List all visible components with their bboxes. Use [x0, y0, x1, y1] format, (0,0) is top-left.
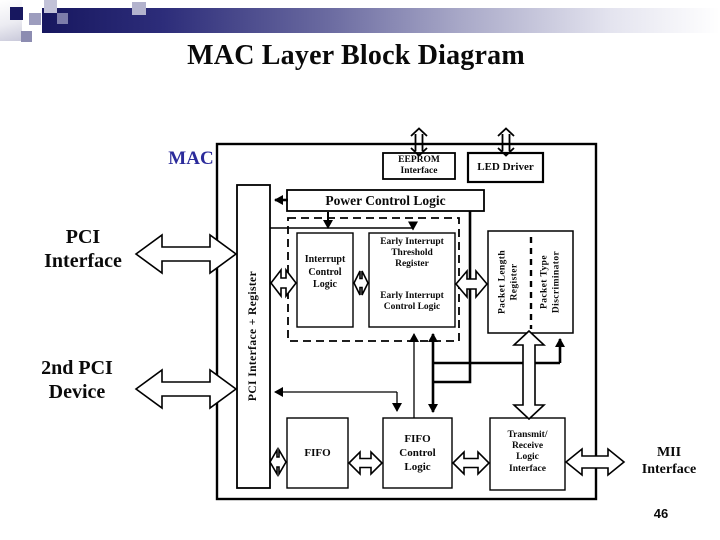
fifoctl-trx-arrow — [451, 450, 491, 476]
register-fifo-arrow — [269, 447, 287, 477]
eeprom-interface-box — [382, 152, 456, 180]
pci-interface-register-text: PCI Interface + Register — [247, 270, 259, 402]
fifo-control-logic-text: FIFO Control Logic — [383, 433, 452, 474]
line-pcl-down-elbow — [434, 211, 472, 384]
led-driver-text: LED Driver — [477, 161, 534, 173]
packet-trx-vertical-arrow — [511, 329, 547, 421]
plr-line2: Register — [510, 263, 520, 301]
pci-interface-bus-arrow — [134, 233, 238, 275]
deco-square-gray-2 — [21, 31, 32, 42]
eeprom-external-arrow — [410, 127, 428, 157]
fifoctl-line3: Logic — [404, 460, 431, 473]
plr-line1: Packet Length — [497, 249, 508, 315]
trx-line1: Transmit/ — [507, 430, 548, 440]
ptd-line2: Discriminator — [552, 250, 562, 314]
trx-line2: Receive — [511, 441, 544, 452]
second-pci-device-label: 2nd PCI Device — [10, 357, 144, 404]
power-control-logic-text: Power Control Logic — [325, 193, 446, 208]
deco-square-gray-1 — [29, 13, 41, 25]
page-title: MAC Layer Block Diagram — [187, 40, 525, 71]
mii-bus-arrow — [564, 447, 626, 477]
eeprom-line1: EEPROM — [398, 155, 440, 165]
page-number: 46 — [653, 506, 669, 521]
pci-interface-label-line2: Interface — [44, 249, 122, 272]
mii-label-line1: MII — [656, 445, 682, 460]
early-interrupt-box — [368, 232, 456, 328]
second-pci-label-line1: 2nd PCI — [41, 357, 113, 379]
mii-label-line2: Interface — [641, 461, 697, 477]
deco-square-gray-3 — [44, 0, 57, 13]
deco-square-gray-4 — [57, 13, 68, 24]
early-packet-arrow — [454, 268, 489, 300]
header-gradient-bar — [42, 8, 720, 33]
icl-line1: Interrupt — [304, 254, 346, 265]
icl-line3: Logic — [313, 279, 337, 290]
pci-interface-label-line1: PCI — [65, 226, 101, 248]
eeprom-line2: Interface — [400, 166, 438, 177]
line-register-to-threshold — [270, 221, 418, 231]
trx-line3: Logic — [516, 452, 539, 463]
transmit-receive-text: Transmit/ Receive Logic Interface — [490, 430, 565, 475]
eicl-line1: Early Interrupt — [380, 291, 444, 301]
trx-line4: Interface — [509, 463, 546, 474]
interrupt-control-logic-text: Interrupt Control Logic — [297, 254, 353, 292]
deco-square-navy — [10, 7, 23, 20]
early-interrupt-threshold-register-text: Early Interrupt Threshold Register — [369, 237, 455, 271]
eitr-line2: Threshold — [391, 248, 433, 259]
register-icl-arrow — [269, 267, 298, 299]
eitr-line1: Early Interrupt — [380, 237, 444, 247]
led-external-arrow — [497, 127, 515, 157]
transmit-receive-box — [489, 417, 566, 491]
led-driver-box — [466, 151, 545, 184]
second-pci-label-line2: Device — [48, 380, 106, 403]
fifoctl-line2: Control — [399, 446, 436, 459]
fifo-text: FIFO — [304, 447, 331, 459]
second-pci-bus-arrow — [134, 368, 238, 410]
packet-type-discriminator-text: Packet Type Discriminator — [539, 234, 564, 331]
fifo-fifoctl-arrow — [347, 450, 384, 476]
deco-square-gray-5 — [132, 2, 146, 15]
pci-interface-register-box — [236, 184, 271, 489]
mac-label: MAC — [168, 148, 214, 169]
fifo-control-logic-box — [382, 417, 453, 489]
pci-interface-label: PCI Interface — [18, 226, 148, 273]
fifo-box — [286, 417, 349, 489]
mii-interface-label: MII Interface — [628, 445, 710, 478]
fifoctl-line1: FIFO — [404, 433, 431, 445]
ptd-line1: Packet Type — [539, 255, 550, 309]
icl-early-arrow — [353, 270, 369, 296]
eeprom-interface-text: EEPROM Interface — [383, 155, 455, 177]
eitr-line3: Register — [395, 259, 429, 270]
packet-length-register-text: Packet Length Register — [497, 234, 522, 331]
interrupt-control-logic-box — [296, 232, 354, 328]
early-interrupt-control-logic-text: Early Interrupt Control Logic — [369, 291, 455, 313]
icl-line2: Control — [308, 266, 342, 278]
eicl-line2: Control Logic — [383, 302, 441, 313]
